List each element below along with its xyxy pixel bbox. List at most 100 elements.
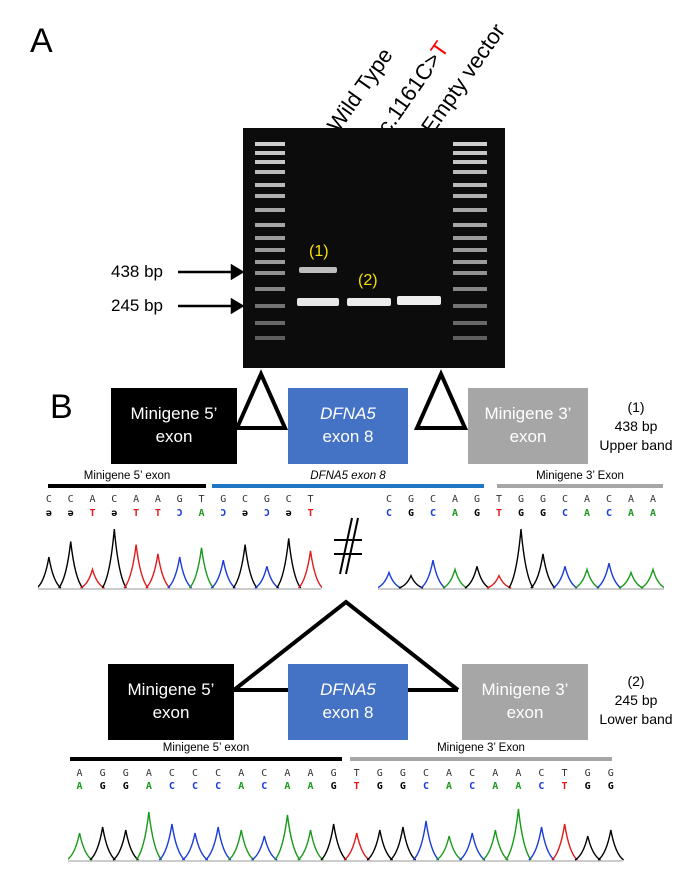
- lower-minigene5-exon: Minigene 5’ exon: [108, 664, 234, 740]
- size-marker-arrows: [178, 263, 245, 315]
- upper-seg-label-exon8: DFNA5 exon 8: [310, 470, 386, 482]
- chromatogram-peak: [38, 556, 62, 589]
- upper-band-note: (1) 438 bp Upper band: [594, 398, 678, 455]
- chromatogram-peak: [459, 832, 486, 861]
- lower-minigene3-exon: Minigene 3’ exon: [462, 664, 588, 740]
- base-letter: A: [198, 508, 205, 519]
- base-letter: T: [198, 494, 205, 505]
- sequence-break-icon: [334, 517, 362, 575]
- base-letter: A: [145, 768, 152, 779]
- base-letter: A: [451, 494, 459, 505]
- base-letter: C: [67, 494, 74, 505]
- size-marker-245: 245 bp: [111, 296, 163, 315]
- base-letter: C: [242, 494, 249, 505]
- base-letter: ə: [285, 508, 292, 519]
- base-letter: A: [649, 508, 657, 519]
- triangle-left-icon: [233, 369, 289, 430]
- base-letter: A: [492, 781, 499, 792]
- base-letter: C: [192, 768, 199, 779]
- chromatogram-peak: [58, 541, 84, 589]
- panel-b-letter: B: [50, 388, 73, 426]
- upper-minigene3-exon: Minigene 3’ exon: [468, 388, 588, 464]
- base-letter: G: [122, 781, 129, 792]
- chromatogram-peak: [232, 544, 258, 589]
- chromatogram-peak: [89, 826, 116, 861]
- base-letter: C: [385, 508, 393, 519]
- base-letter: G: [517, 494, 525, 505]
- lower-seg-label-5: Minigene 5’ exon: [162, 742, 250, 754]
- base-letter: A: [238, 768, 245, 779]
- chromatogram-peak: [181, 832, 209, 861]
- chromatogram-peak: [251, 835, 278, 861]
- base-letter: T: [495, 494, 503, 505]
- gel-band-2-tag: (2): [358, 272, 378, 289]
- base-letter: A: [145, 781, 152, 792]
- lower-band-tag: (2): [627, 673, 645, 689]
- base-letter: A: [446, 781, 453, 792]
- exon-skip-arc-icon: [232, 599, 460, 692]
- base-letter: C: [538, 781, 545, 792]
- base-letter: G: [220, 494, 227, 505]
- panel-a-letter: A: [30, 22, 53, 60]
- chromatogram-peak: [618, 570, 644, 589]
- chromatogram-peak: [528, 826, 555, 861]
- lower-seg-bar-3: [350, 757, 612, 761]
- base-letter: G: [473, 508, 481, 519]
- chromatogram-peak: [551, 823, 578, 861]
- chromatogram-peak: [464, 566, 490, 589]
- upper-minigene5-exon: Minigene 5’ exon: [111, 388, 237, 464]
- chromatogram-peak: [420, 559, 446, 589]
- upper-band-tag: (1): [627, 399, 645, 415]
- chromatogram-peak: [101, 529, 127, 589]
- base-letter: ə: [111, 508, 118, 519]
- base-letter: C: [385, 494, 393, 505]
- lower-seg-label-3: Minigene 3’ Exon: [437, 742, 525, 754]
- base-letter: T: [561, 768, 568, 779]
- upper-seg-bar-5: [48, 484, 206, 488]
- upper-minigene5-line2: exon: [155, 427, 193, 446]
- chromatogram-peak: [228, 829, 255, 861]
- base-letter: A: [76, 768, 83, 779]
- base-letter: C: [168, 781, 175, 792]
- lower-band-label: Lower band: [599, 710, 673, 727]
- base-letter: G: [584, 768, 591, 779]
- base-letter: C: [561, 508, 569, 519]
- upper-dfna5-exon8: DFNA5 exon 8: [288, 388, 408, 464]
- base-letter: A: [583, 508, 591, 519]
- lower-band-size: 245 bp: [614, 691, 658, 708]
- chromatogram-peak: [320, 823, 347, 861]
- base-letter: G: [539, 494, 547, 505]
- base-letter: A: [284, 781, 291, 792]
- base-letter: T: [495, 508, 503, 519]
- base-letter: G: [517, 508, 525, 519]
- gel-bands: [255, 142, 487, 340]
- upper-right-chromatogram: [378, 529, 664, 590]
- chromatogram-peak: [640, 566, 664, 589]
- chromatogram-peak: [398, 573, 424, 589]
- chromatogram-peak: [574, 566, 600, 589]
- base-letter: G: [330, 781, 337, 792]
- lower-minigene5-line2: exon: [152, 703, 190, 722]
- lower-minigene3-line2: exon: [506, 703, 544, 722]
- base-letter: Ɔ: [263, 508, 270, 519]
- band-empty-vector: [397, 296, 441, 305]
- base-letter: A: [133, 494, 140, 505]
- chromatogram-peak: [254, 566, 280, 589]
- chromatogram-peak: [297, 550, 322, 589]
- chromatogram-peak: [145, 553, 171, 589]
- base-letter: T: [154, 508, 161, 519]
- upper-minigene5-line1: Minigene 5’: [130, 404, 218, 424]
- base-letter: C: [285, 494, 292, 505]
- chromatogram-peak: [135, 811, 163, 861]
- base-letter: G: [399, 781, 406, 792]
- base-letter: C: [605, 508, 613, 519]
- upper-seg-bar-exon8: [212, 484, 484, 488]
- lower-seg-bar-5: [70, 757, 342, 761]
- base-letter: G: [330, 768, 337, 779]
- base-letter: G: [584, 781, 591, 792]
- base-letter: G: [99, 768, 106, 779]
- chromatogram-peak: [412, 820, 440, 861]
- chromatogram-peak: [505, 808, 532, 861]
